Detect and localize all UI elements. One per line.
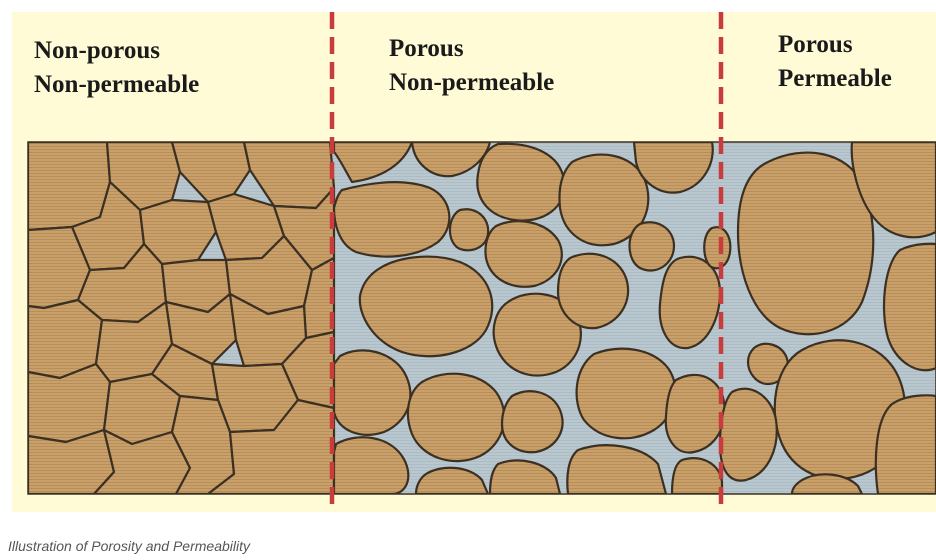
label-non-porous-non-permeable: Non-porous Non-permeable: [34, 34, 199, 102]
porous-non-permeable-grains: [332, 142, 732, 494]
label-line: Porous: [389, 35, 464, 62]
figure-caption: Illustration of Porosity and Permeabilit…: [8, 538, 250, 554]
non-porous-grains: [28, 142, 336, 494]
label-line: Non-porous: [34, 37, 160, 64]
label-line: Non-permeable: [389, 69, 555, 96]
porosity-permeability-figure: Non-porous Non-permeable Porous Non-perm…: [12, 12, 936, 512]
label-line: Porous: [778, 31, 853, 58]
rock-cross-section: [27, 12, 936, 512]
rock-block-border: [27, 141, 936, 495]
label-porous-permeable: Porous Permeable: [778, 28, 892, 96]
label-line: Permeable: [778, 65, 892, 92]
label-line: Non-permeable: [34, 71, 200, 98]
label-porous-non-permeable: Porous Non-permeable: [389, 32, 554, 100]
porous-permeable-grains: [718, 142, 936, 494]
